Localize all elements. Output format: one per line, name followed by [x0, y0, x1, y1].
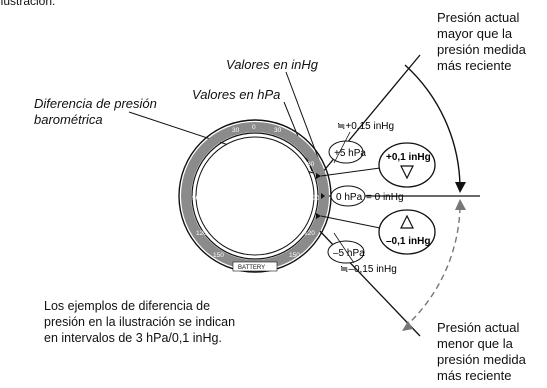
- pressure-difference-label: Diferencia de presión barométrica: [34, 96, 157, 129]
- dial-mark-0-top: 0: [252, 124, 256, 131]
- minus-marker: [316, 213, 321, 219]
- dial-mark-90-left: 90: [192, 195, 200, 202]
- minus01inhg-text: –0,1 inHg: [386, 236, 430, 247]
- lower-pressure-arrowhead-bottom: [402, 321, 413, 331]
- plus01inhg-text: +0,1 inHg: [386, 152, 431, 163]
- up-triangle-icon: [400, 214, 414, 229]
- higher-pressure-arc: [404, 64, 461, 187]
- minus5hpa-callout: [327, 240, 365, 264]
- plus5hpa-callout: [328, 140, 364, 164]
- pressure-lower-label: Presión actual menor que la presión medi…: [437, 320, 526, 383]
- dial-scale-labels: 30 0 30 60 90 120 150 60 90 120 150 BATT…: [192, 124, 320, 272]
- inhg-values-label: Valores en inHg: [226, 57, 319, 72]
- dial-mark-30-right: 30: [274, 127, 282, 134]
- dial-mark-60-left: 60: [207, 161, 215, 168]
- dial-mark-120-right: 120: [304, 230, 315, 237]
- dial-mark-120-left: 120: [196, 230, 207, 237]
- hpa-values-label: Valores en hPa: [192, 87, 281, 102]
- dial-mark-150-right: 150: [289, 252, 300, 259]
- plus015inhg-text: ≒+0,15 inHg: [337, 121, 394, 132]
- minus01inhg-callout: [378, 209, 436, 255]
- dial-face: [195, 136, 315, 256]
- down-triangle-icon: [400, 165, 414, 180]
- battery-label: BATTERY: [238, 265, 265, 271]
- inhg-leader-line: [285, 71, 324, 172]
- dial-mark-30-left: 30: [232, 127, 240, 134]
- pressure-higher-label: Presión actual mayor que la presión medi…: [437, 10, 526, 73]
- lower-pressure-arc: [405, 206, 461, 327]
- minus-inhg-tick: [333, 232, 355, 264]
- interval-note: Los ejemplos de diferencia de presión en…: [44, 299, 236, 345]
- lower-pressure-arrowhead-top: [455, 199, 466, 210]
- minus015inhg-text: ≒–0,15 inHg: [340, 264, 397, 275]
- plus01inhg-callout: [378, 142, 436, 188]
- pressure-difference-label-line1: Diferencia de presión: [34, 96, 157, 111]
- plus-inhg-tick: [333, 131, 351, 164]
- zerohpa-text: 0 hPa: [336, 192, 363, 203]
- dial-mark-90-right: 90: [312, 195, 320, 202]
- plus-marker: [316, 173, 321, 179]
- plus5hpa-text: +5 hPa: [334, 148, 366, 159]
- zerohpa-callout: [330, 185, 366, 207]
- zeroinhg-text: = 0 inHg: [366, 192, 404, 203]
- dial-inner-ring: [191, 132, 319, 260]
- cropped-caption-fragment: ilustración.: [0, 0, 56, 8]
- higher-pressure-arrowhead: [455, 182, 466, 193]
- dial-mark-150-left: 150: [213, 252, 224, 259]
- dial-mark-60-right: 60: [307, 161, 315, 168]
- pressure-difference-label-line2: barométrica: [34, 112, 103, 128]
- zero-marker: [321, 193, 325, 199]
- battery-label-box: [232, 261, 278, 272]
- minus01-pointer: [320, 215, 381, 229]
- minus5hpa-text: –5 hPa: [333, 248, 365, 259]
- plus01-pointer: [320, 167, 381, 177]
